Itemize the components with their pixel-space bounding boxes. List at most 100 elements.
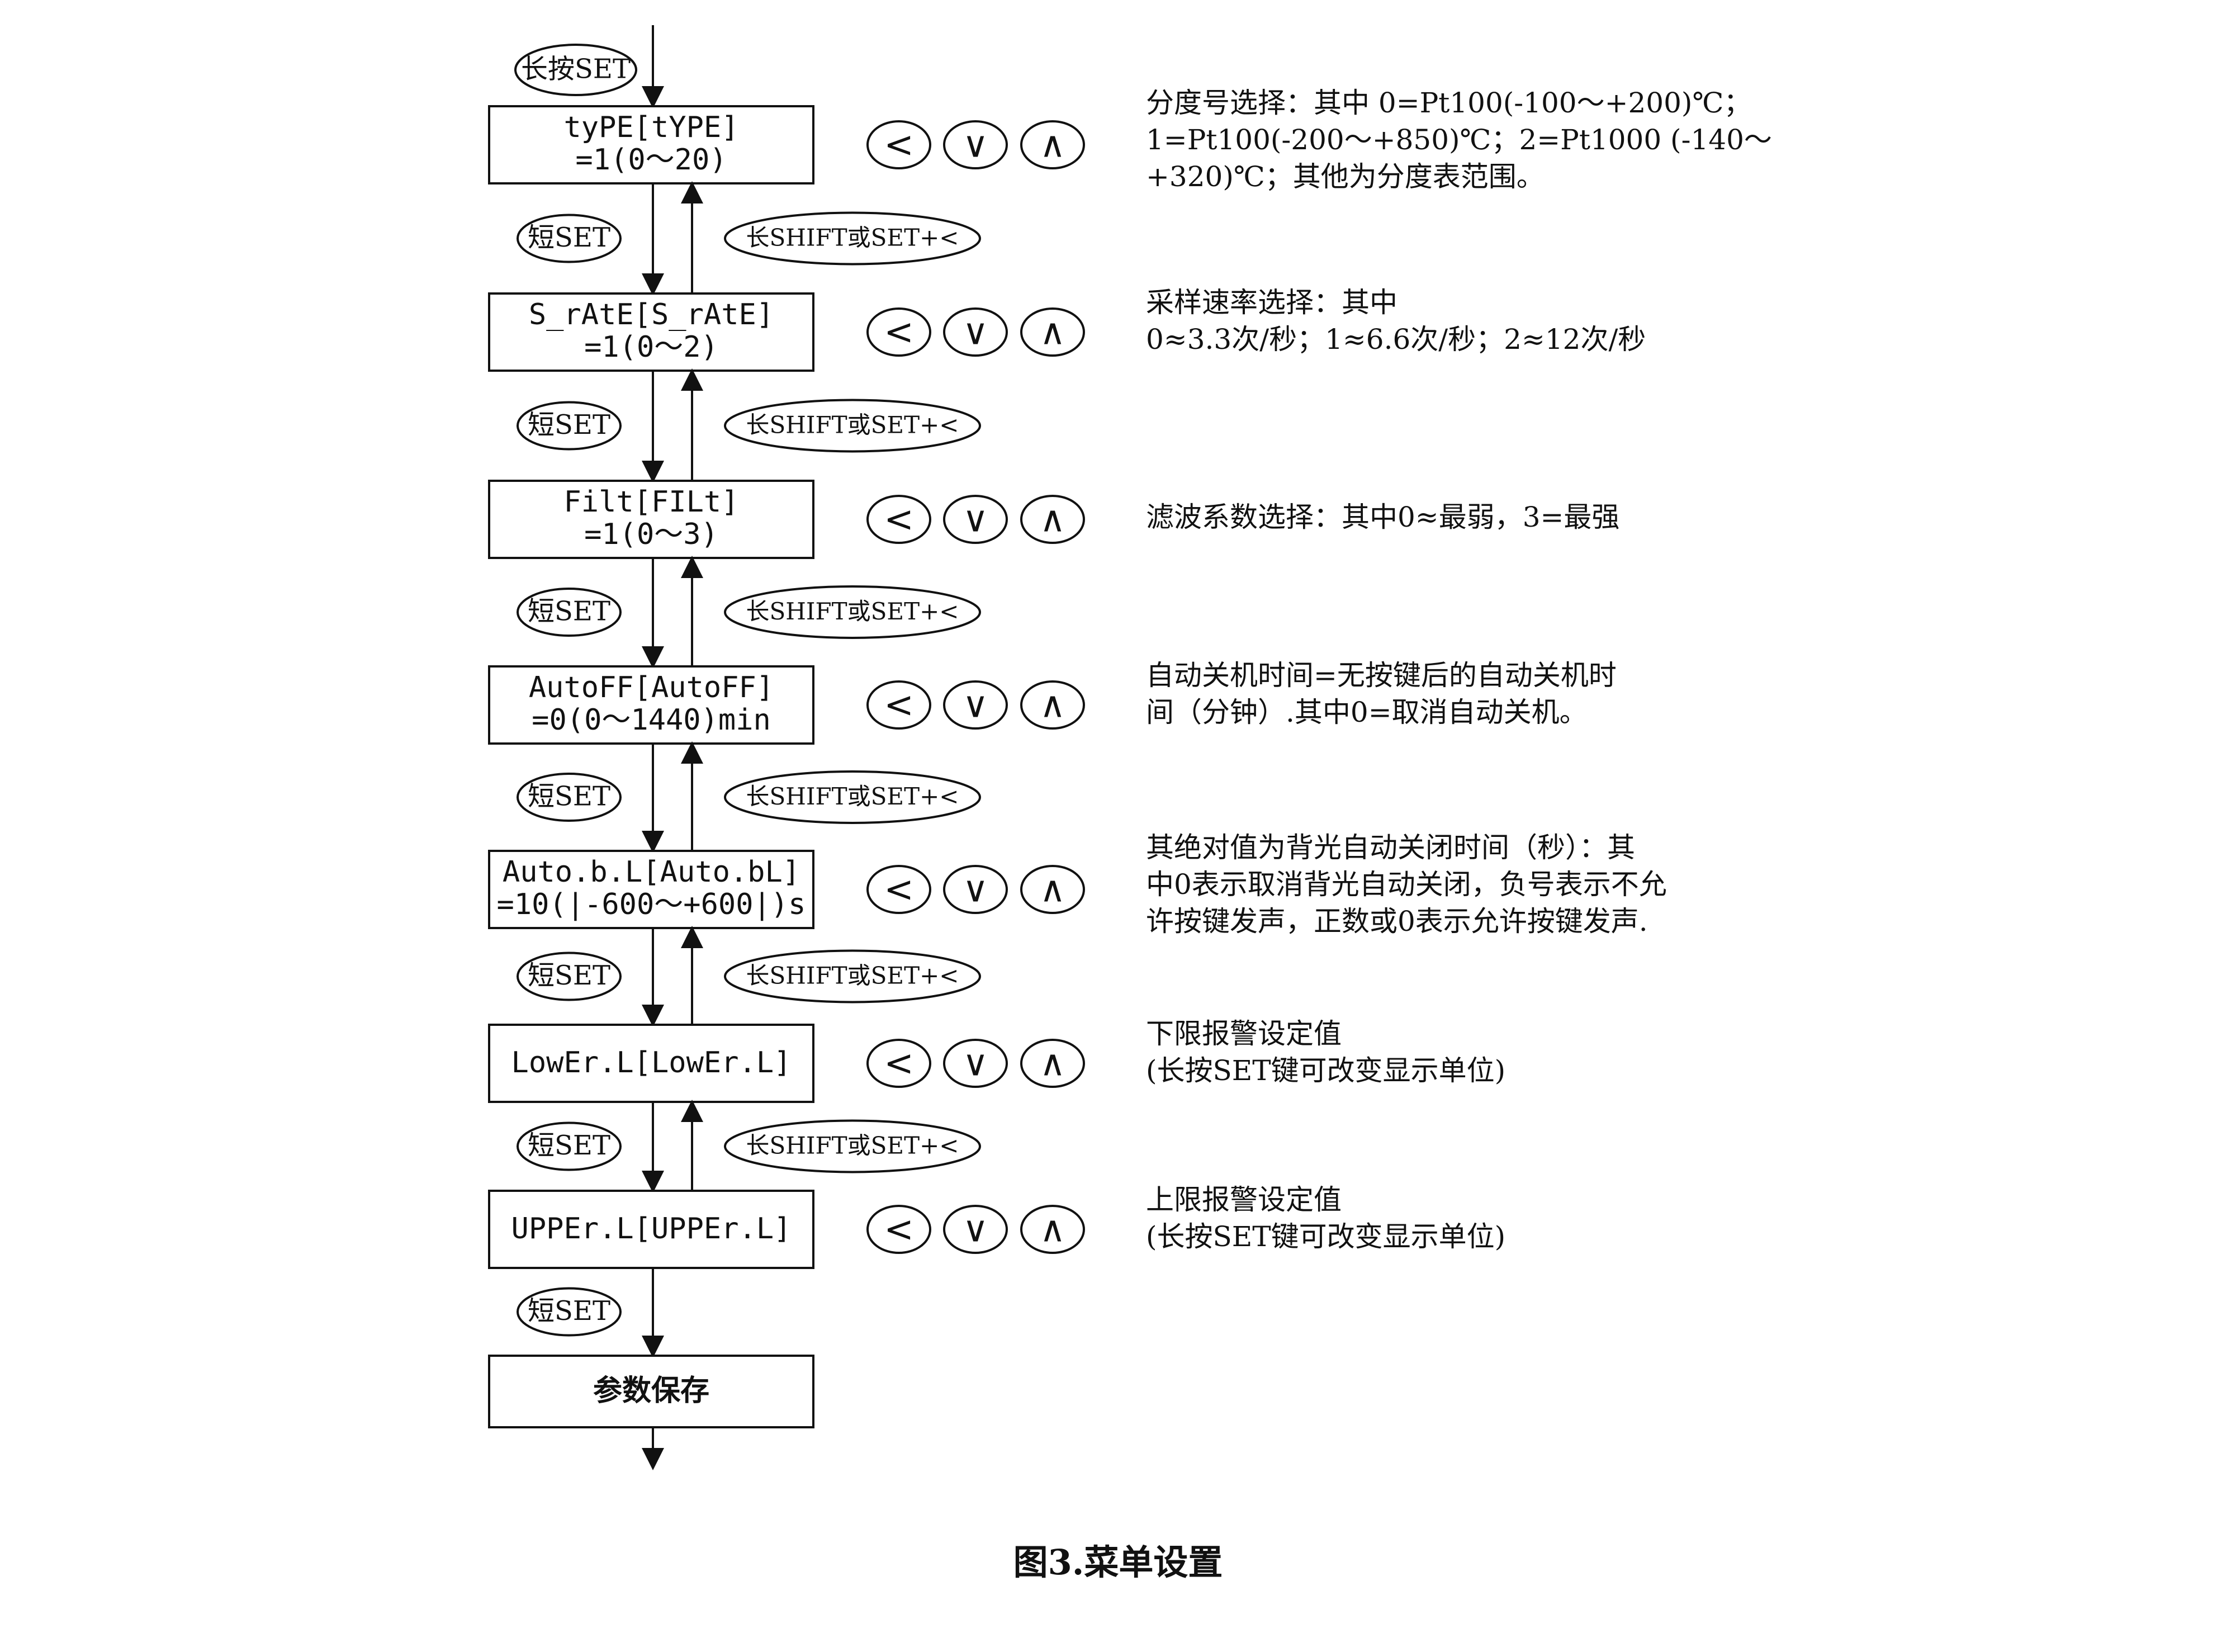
key-glyph: < bbox=[884, 1209, 914, 1251]
menu-parameter-label: LowEr.L[LowEr.L] bbox=[511, 1046, 792, 1080]
key-glyph: ∧ bbox=[1040, 125, 1066, 166]
left-key-icon bbox=[866, 1205, 931, 1254]
menu-parameter-label: tyPE[tYPE] bbox=[563, 111, 738, 144]
back-label: 长SHIFT或SET+< bbox=[746, 783, 959, 810]
key-glyph: ∨ bbox=[963, 499, 989, 541]
menu-box bbox=[488, 292, 814, 372]
down-key-icon bbox=[943, 120, 1008, 169]
down-key-icon bbox=[943, 1205, 1008, 1254]
back-oval bbox=[724, 211, 981, 266]
menu-box bbox=[488, 105, 814, 184]
back-label: 长SHIFT或SET+< bbox=[746, 224, 959, 252]
figure-caption: 图3.菜单设置 bbox=[1013, 1542, 1223, 1583]
menu-parameter-value: =10(|-600～+600|)s bbox=[497, 888, 806, 921]
up-key-icon bbox=[1020, 865, 1085, 914]
menu-box bbox=[488, 1190, 814, 1269]
forward-oval bbox=[517, 1121, 622, 1171]
down-key-icon bbox=[943, 680, 1008, 730]
back-oval bbox=[724, 399, 981, 453]
back-oval bbox=[724, 585, 981, 639]
key-glyph: < bbox=[884, 1043, 914, 1085]
menu-parameter-label: S_rAtE[S_rAtE] bbox=[529, 298, 774, 332]
left-key-icon bbox=[866, 495, 931, 544]
down-key-icon bbox=[943, 307, 1008, 357]
key-glyph: < bbox=[884, 312, 914, 353]
parameter-description: 采样速率选择：其中 bbox=[1146, 286, 1398, 319]
left-key-icon bbox=[866, 120, 931, 169]
forward-label: 短SET bbox=[528, 596, 610, 627]
forward-oval bbox=[517, 588, 622, 637]
back-label: 长SHIFT或SET+< bbox=[746, 1132, 959, 1159]
forward-label: 短SET bbox=[528, 960, 610, 991]
key-glyph: ∧ bbox=[1040, 312, 1066, 353]
menu-box bbox=[488, 1024, 814, 1103]
forward-oval bbox=[517, 401, 622, 451]
parameter-description: 滤波系数选择：其中0≈最弱，3=最强 bbox=[1146, 501, 1619, 533]
forward-label: 短SET bbox=[528, 1130, 610, 1161]
parameter-description: 自动关机时间=无按键后的自动关机时 bbox=[1146, 659, 1617, 692]
key-glyph: ∧ bbox=[1040, 869, 1066, 911]
forward-oval bbox=[517, 214, 622, 263]
back-label: 长SHIFT或SET+< bbox=[746, 411, 959, 439]
menu-parameter-value: =1(0～2) bbox=[584, 330, 718, 364]
menu-box bbox=[488, 850, 814, 929]
back-label: 长SHIFT或SET+< bbox=[746, 962, 959, 990]
down-key-icon bbox=[943, 495, 1008, 544]
back-label: 长SHIFT或SET+< bbox=[746, 598, 959, 625]
back-oval bbox=[724, 770, 981, 824]
menu-box bbox=[488, 480, 814, 559]
forward-oval bbox=[517, 773, 622, 822]
parameter-description: (长按SET键可改变显示单位) bbox=[1146, 1220, 1505, 1253]
entry-oval bbox=[514, 44, 637, 96]
menu-parameter-label: Auto.b.L[Auto.bL] bbox=[503, 855, 800, 889]
key-glyph: ∨ bbox=[963, 1209, 989, 1251]
key-glyph: < bbox=[884, 125, 914, 166]
back-oval bbox=[724, 1119, 981, 1173]
parameter-description: 1=Pt100(-200～+850)℃；2=Pt1000 (-140～ bbox=[1146, 124, 1772, 156]
parameter-description: 许按键发声，正数或0表示允许按键发声. bbox=[1146, 905, 1648, 938]
key-glyph: ∨ bbox=[963, 125, 989, 166]
menu-parameter-label: UPPEr.L[UPPEr.L] bbox=[511, 1212, 792, 1246]
forward-oval bbox=[517, 1287, 622, 1337]
parameter-description: +320)℃；其他为分度表范围。 bbox=[1146, 160, 1545, 193]
forward-oval bbox=[517, 952, 622, 1001]
parameter-description: 中0表示取消背光自动关闭，负号表示不允 bbox=[1146, 868, 1667, 901]
key-glyph: ∧ bbox=[1040, 685, 1066, 726]
down-key-icon bbox=[943, 865, 1008, 914]
left-key-icon bbox=[866, 680, 931, 730]
menu-box bbox=[488, 665, 814, 745]
key-glyph: ∨ bbox=[963, 685, 989, 726]
forward-label: 短SET bbox=[528, 781, 610, 812]
key-glyph: < bbox=[884, 869, 914, 911]
key-glyph: < bbox=[884, 685, 914, 726]
menu-parameter-label: AutoFF[AutoFF] bbox=[529, 671, 774, 704]
up-key-icon bbox=[1020, 1205, 1085, 1254]
key-glyph: ∨ bbox=[963, 869, 989, 911]
menu-parameter-value: =1(0～3) bbox=[584, 518, 718, 551]
key-glyph: ∧ bbox=[1040, 499, 1066, 541]
menu-parameter-label: Filt[FILt] bbox=[563, 485, 738, 519]
left-key-icon bbox=[866, 1039, 931, 1088]
key-glyph: < bbox=[884, 499, 914, 541]
forward-label: 短SET bbox=[528, 222, 610, 253]
parameter-description: 其绝对值为背光自动关闭时间（秒）：其 bbox=[1146, 831, 1635, 864]
key-glyph: ∧ bbox=[1040, 1043, 1066, 1085]
key-glyph: ∧ bbox=[1040, 1209, 1066, 1251]
key-glyph: ∨ bbox=[963, 1043, 989, 1085]
entry-label: 长按SET bbox=[521, 54, 631, 85]
parameter-description: 下限报警设定值 bbox=[1146, 1017, 1342, 1050]
back-oval bbox=[724, 949, 981, 1003]
key-glyph: ∨ bbox=[963, 312, 989, 353]
save-box bbox=[488, 1355, 814, 1428]
up-key-icon bbox=[1020, 120, 1085, 169]
parameter-description: 分度号选择：其中 0=Pt100(-100～+200)℃； bbox=[1146, 87, 1751, 119]
up-key-icon bbox=[1020, 1039, 1085, 1088]
down-key-icon bbox=[943, 1039, 1008, 1088]
save-label: 参数保存 bbox=[593, 1374, 709, 1408]
parameter-description: 上限报警设定值 bbox=[1146, 1184, 1342, 1216]
parameter-description: (长按SET键可改变显示单位) bbox=[1146, 1054, 1505, 1087]
up-key-icon bbox=[1020, 680, 1085, 730]
left-key-icon bbox=[866, 307, 931, 357]
menu-parameter-value: =0(0～1440)min bbox=[532, 703, 771, 737]
